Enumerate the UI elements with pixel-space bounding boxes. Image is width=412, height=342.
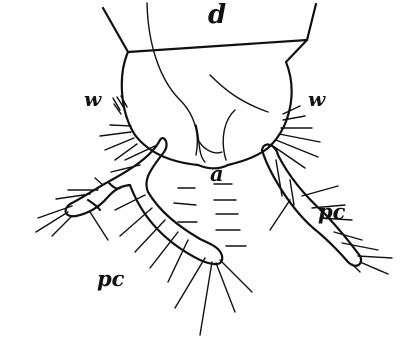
label-w-left: w: [84, 89, 101, 109]
label-pc-right: pc: [318, 201, 345, 222]
ventral-setae: [174, 184, 246, 246]
label-a: a: [210, 163, 224, 184]
label-pc-left: pc: [97, 268, 124, 289]
label-w-right: w: [308, 89, 325, 109]
label-d: d: [208, 2, 226, 28]
